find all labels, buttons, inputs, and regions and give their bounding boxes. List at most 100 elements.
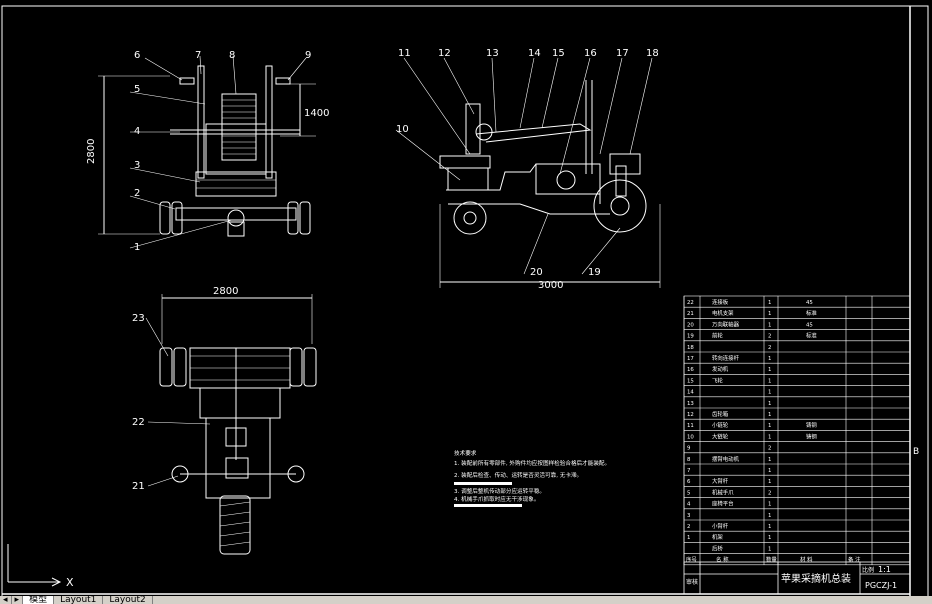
bom-item-qty: 1 [768, 401, 771, 407]
bom-item-name: 转向连接杆 [712, 354, 740, 362]
callout-8: 8 [229, 50, 235, 61]
bom-item-no: 10 [687, 434, 694, 440]
bom-item-no: 9 [687, 446, 691, 452]
bom-item-material: 铸钢 [806, 432, 817, 440]
callout-12: 12 [438, 48, 451, 59]
bom-item-no: 22 [687, 300, 694, 306]
bom-item-name: 万向联轴器 [712, 320, 740, 328]
notes-title: 技术要求 [454, 449, 477, 457]
bom-item-no: 17 [687, 356, 694, 362]
bom-item-name: 大链轮 [712, 432, 729, 440]
drawing-code: PGCZJ-1 [865, 581, 897, 590]
bom-item-no: 3 [687, 513, 690, 519]
bom-item-no: 15 [687, 378, 694, 384]
bom-item-no: 7 [687, 468, 690, 474]
outer-frame [1, 5, 929, 599]
bom-item-qty: 2 [768, 334, 771, 340]
bom-item-qty: 1 [768, 513, 771, 519]
tab-layout1[interactable]: Layout1 [54, 596, 104, 604]
bom-item-no: 13 [687, 401, 694, 407]
bom-item-name: 小链轮 [712, 421, 729, 429]
callout-3: 3 [134, 160, 140, 171]
callout-10: 10 [396, 124, 409, 135]
callout-23: 23 [132, 313, 145, 324]
layout-tab-bar: ◂ ▸ 模型 Layout1 Layout2 [0, 596, 932, 604]
callout-22: 22 [132, 417, 145, 428]
callout-14: 14 [528, 48, 541, 59]
bom-item-no: 8 [687, 457, 691, 463]
callouts-front-view: 6 7 8 9 5 4 3 2 1 [134, 50, 311, 253]
tab-next-arrow-icon[interactable]: ▸ [12, 596, 24, 604]
bom-header-cell: 材 料 [800, 556, 813, 564]
bom-item-qty: 1 [768, 356, 771, 362]
dim-3000: 3000 [538, 280, 563, 291]
bom-item-qty: 1 [768, 322, 771, 328]
notes-line-4: 4. 机械手爪抓取时应无干涉现象。 [454, 495, 539, 503]
bom-header-cell: 序号 [686, 556, 697, 564]
bom-item-qty: 1 [768, 468, 771, 474]
bom-item-no: 11 [687, 423, 694, 429]
bom-item-no: 19 [687, 334, 694, 340]
bom-item-no: 21 [687, 311, 694, 317]
front-view [98, 55, 316, 249]
callout-6: 6 [134, 50, 140, 61]
bom-item-qty: 1 [768, 457, 771, 463]
bom-item-name: 小臂杆 [712, 522, 729, 530]
callout-18: 18 [646, 48, 659, 59]
bom-item-qty: 1 [768, 423, 771, 429]
bom-item-no: 18 [687, 345, 694, 351]
tab-first-arrow-icon[interactable]: ◂ [0, 596, 12, 604]
bom-item-qty: 2 [768, 345, 771, 351]
scale-value: 1:1 [878, 565, 891, 574]
bom-item-qty: 1 [768, 412, 771, 418]
callout-7: 7 [195, 50, 201, 61]
bom-item-no: 12 [687, 412, 694, 418]
bom-item-name: 电机支架 [712, 309, 734, 317]
bom-item-name: 后桥 [712, 544, 723, 552]
dim-2800-horizontal: 2800 [213, 286, 238, 297]
tab-layout2[interactable]: Layout2 [103, 596, 153, 604]
callout-9: 9 [305, 50, 311, 61]
bom-item-no: 14 [687, 390, 694, 396]
callout-5: 5 [134, 84, 140, 95]
notes-line-3: 3. 调整后整机传动部分应运转平稳。 [454, 487, 545, 495]
bom-item-name: 飞轮 [712, 376, 723, 384]
notes-bar [454, 504, 522, 507]
bom-item-name: 大臂杆 [712, 477, 729, 485]
bom-item-name: 座椅平台 [712, 500, 734, 508]
bom-item-name: 机械手爪 [712, 488, 734, 496]
zone-letter: B [913, 447, 919, 457]
bom-item-qty: 1 [768, 367, 771, 373]
bom-item-qty: 1 [768, 390, 771, 396]
scale-label: 比例 [862, 566, 874, 574]
bom-item-material: 45 [806, 300, 813, 306]
bom-item-name: 前轮 [712, 332, 723, 340]
bom-item-name: 摆臂电动机 [712, 455, 740, 463]
bom-item-no: 5 [687, 490, 690, 496]
callout-19: 19 [588, 267, 601, 278]
callouts-top-view: 23 22 21 [132, 313, 145, 492]
bom-item-qty: 1 [768, 479, 771, 485]
notes-line-1: 1. 装配前所有零部件, 外购件均应按图样检验合格后才能装配。 [454, 459, 610, 467]
bom-item-qty: 1 [768, 311, 771, 317]
bom-item-material: 铸钢 [806, 421, 817, 429]
callouts-side-view: 11 12 13 14 15 16 17 18 10 20 19 [396, 48, 659, 278]
callout-2: 2 [134, 188, 140, 199]
callout-20: 20 [530, 267, 543, 278]
bom-item-qty: 2 [768, 490, 771, 496]
bom-item-qty: 1 [768, 434, 771, 440]
bom-item-material: 标准 [806, 332, 817, 340]
bom-item-no: 20 [687, 322, 694, 328]
tab-model[interactable]: 模型 [23, 596, 55, 604]
bom-item-material: 45 [806, 322, 813, 328]
ucs-icon [7, 544, 62, 587]
callout-15: 15 [552, 48, 565, 59]
bom-table [683, 295, 911, 566]
bom-header-cell: 备 注 [848, 556, 861, 564]
dim-1400: 1400 [304, 108, 329, 119]
drawing-title: 苹果采摘机总装 [781, 572, 851, 585]
ucs-x-label: X [66, 576, 74, 589]
bom-item-qty: 1 [768, 378, 771, 384]
notes-bar [454, 482, 512, 485]
